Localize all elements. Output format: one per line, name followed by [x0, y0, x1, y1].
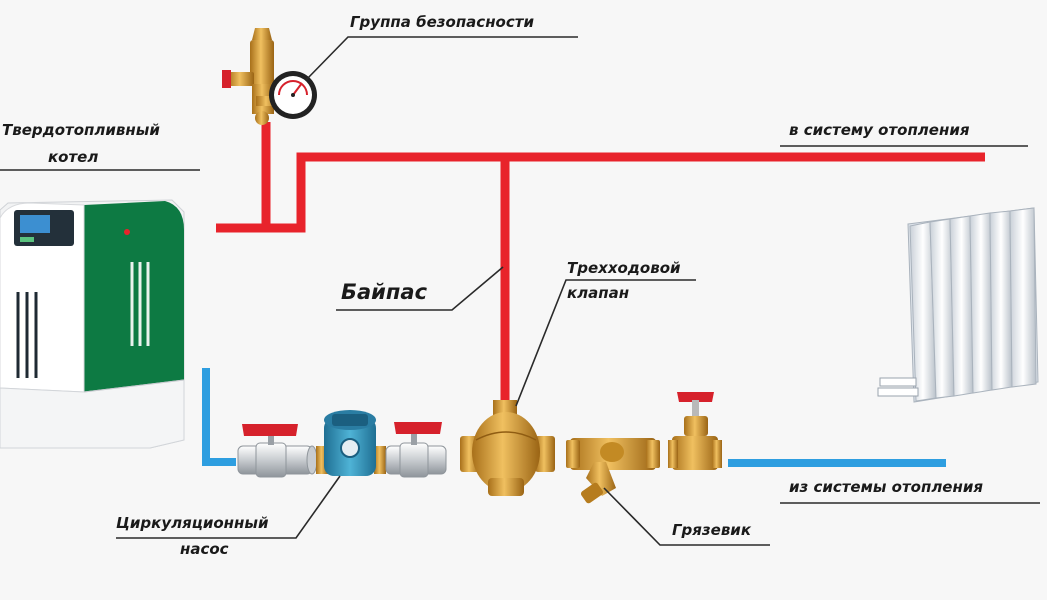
- supply-pipes: [216, 122, 985, 405]
- label-from-heating: из системы отопления: [789, 478, 983, 496]
- radiator-icon: [877, 207, 1039, 403]
- label-to-heating: в систему отопления: [789, 121, 970, 139]
- leader-lines: [0, 36, 1040, 546]
- leader-pump: [116, 475, 341, 539]
- label-bypass: Байпас: [341, 280, 428, 304]
- return-pipes: [202, 368, 946, 467]
- label-pump-line2: насос: [180, 540, 229, 558]
- return-pipe-boiler: [202, 368, 236, 466]
- label-boiler-line1: Твердотопливный: [2, 121, 160, 139]
- gate-valve-icon: [668, 392, 722, 470]
- leader-three-way-valve: [515, 279, 696, 407]
- leader-bypass: [336, 266, 504, 311]
- label-safety-group: Группа безопасности: [350, 13, 534, 31]
- label-three-way-valve-line2: клапан: [567, 284, 630, 302]
- label-strainer: Грязевик: [672, 521, 751, 539]
- circulation-pump-icon: [316, 410, 386, 476]
- leader-safety-group: [305, 36, 578, 81]
- strainer-icon: [566, 438, 660, 504]
- safety-group-icon: [222, 28, 278, 125]
- boiler-icon: [0, 199, 185, 449]
- ball-valve-icon: [385, 422, 447, 478]
- label-boiler-line2: котел: [48, 148, 99, 166]
- ball-valve-icon: [237, 424, 318, 478]
- leader-strainer: [603, 487, 770, 546]
- label-three-way-valve-line1: Трехходовой: [567, 259, 681, 277]
- pressure-gauge-icon: [269, 71, 317, 119]
- three-way-valve-icon: [460, 400, 555, 496]
- label-pump-line1: Циркуляционный: [116, 514, 269, 532]
- supply-pipe-boiler-link: [216, 152, 985, 233]
